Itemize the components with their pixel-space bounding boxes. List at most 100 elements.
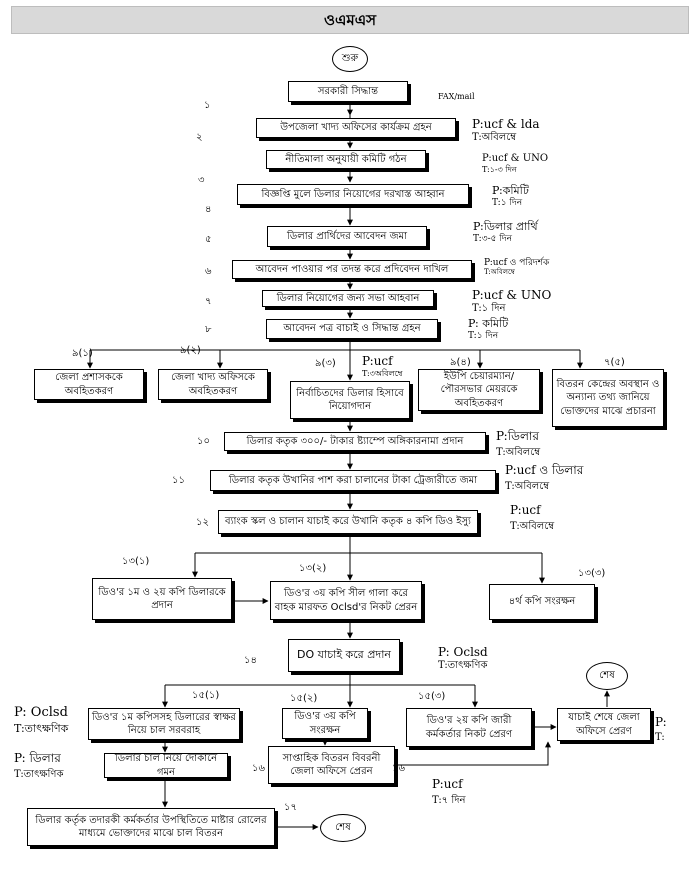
- step-9-5-box: বিতরন কেন্দ্রের অবস্থান ও অন্যান্য তথ্য …: [552, 369, 664, 427]
- page-title: ওএমএস: [11, 6, 689, 34]
- step-9-5-number: ৭(৫): [604, 357, 625, 368]
- step-9-2-number: ৯(২): [180, 345, 201, 356]
- step-13-3-box: ৪র্থ কপি সংরক্ষন: [489, 584, 595, 620]
- step-10-number: ১০: [197, 436, 210, 447]
- step-13-2-box: ডিও'র ৩য় কপি সীল গালা করে বাহক মারফত Oc…: [270, 581, 422, 620]
- step-16-number-left: ১৬: [252, 763, 265, 774]
- step-15-2-number: ১৫(২): [290, 693, 318, 704]
- note-step-10: P:ডিলার T:অবিলম্বে: [496, 429, 541, 458]
- note-edge-time: T:: [655, 731, 665, 743]
- note-step-10-time: T:অবিলম্বে: [496, 446, 541, 458]
- note-step-9-time: T:৩অবিলম্বে: [362, 368, 403, 378]
- note-step-15b-person: P: ডিলার: [14, 751, 61, 765]
- note-step-8-person: P: কমিটি: [468, 317, 509, 330]
- note-step-16: P:ucf T:৭ দিন: [432, 777, 466, 806]
- step-3-number: ৩: [198, 175, 205, 186]
- step-1-box: সরকারী সিদ্ধান্ত: [288, 81, 408, 102]
- note-step-15b: P: ডিলার T:তাৎক্ষণিক: [14, 751, 64, 780]
- note-step-15-person: P: Oclsd: [14, 705, 68, 720]
- step-3-box: বিজ্ঞপ্তি মুলে ডিলার নিয়োগের দরখাস্ত আহ…: [237, 184, 469, 205]
- step-9-3-number: ৯(৩): [315, 358, 336, 369]
- step-5-number: ৫: [205, 234, 212, 245]
- note-step-12-person: P:ucf: [510, 503, 541, 517]
- step-2-box: উপজেলা খাদ্য অফিসের কার্যক্রম গ্রহন: [256, 118, 456, 138]
- step-9-1-box: জেলা প্রশাসককে অবহিতকরণ: [34, 369, 144, 400]
- note-step-3-person: P:কমিটি: [492, 184, 529, 197]
- step-13-1-box: ডিও'র ১ম ও ২য় কপি ডিলারকে প্রদান: [92, 578, 232, 620]
- step-16-box: সাপ্তাহিক বিতরন বিবরনী জেলা অফিসে প্রেরন: [268, 746, 395, 784]
- step-13-3-number: ১৩(৩): [578, 568, 606, 579]
- step-6-box: আবেদন পাওয়ার পর তদন্ত করে প্রদিবেদন দাখ…: [232, 260, 472, 279]
- step-7-number: ৭: [205, 296, 212, 307]
- step-12-number: ১২: [196, 517, 209, 528]
- end-terminal-right: শেষ: [586, 662, 628, 690]
- note-step-2b-person: P:ucf & UNO: [482, 153, 549, 164]
- note-step-6-time: T:অবিলম্বে: [484, 268, 515, 277]
- step-13-2-number: ১৩(২): [299, 563, 327, 574]
- note-step-8: P: কমিটি T:১ দিন: [468, 317, 509, 341]
- step-11-number: ১১: [172, 475, 185, 486]
- step-9-1-number: ৯(১): [72, 348, 93, 359]
- note-step-15: P: Oclsd T:তাৎক্ষণিক: [14, 705, 69, 736]
- note-step-3-time: T:১ দিন: [492, 197, 523, 208]
- step-9-3-box: নির্বাচিতদের ডিলার হিসাবে নিয়োগদান: [290, 381, 410, 419]
- step-10-box: ডিলার কতৃক ৩০০/- টাকার ষ্ট্যাম্পে অঙ্গিক…: [224, 432, 486, 451]
- note-step-14-time: T:তাৎক্ষণিক: [438, 659, 488, 671]
- step-15-3-number: ১৫(৩): [418, 691, 446, 702]
- note-step-11: P:ucf ও ডিলার T:অবিলম্বে: [505, 463, 583, 492]
- note-step-5-time: T:৩-৫ দিন: [473, 233, 512, 244]
- note-step-9: P:ucf T:৩অবিলম্বে: [362, 354, 403, 378]
- step-5-box: ডিলার প্রার্থিদের আবেদন জমা: [267, 226, 427, 247]
- step-12-box: ব্যাংক স্কল ও চালান যাচাই করে উখানি কতৃক…: [218, 510, 478, 534]
- note-step-3: P:কমিটি T:১ দিন: [492, 184, 529, 208]
- step-2b-box: নীতিমালা অনুযায়ী কমিটি গঠন: [266, 150, 426, 169]
- step-15-1-box: ডিও'র ১ম কপিসসহ ডিলারের স্বাক্ষর নিয়ে চ…: [88, 708, 240, 740]
- step-15-1-number: ১৫(১): [192, 690, 220, 701]
- fax-mail-note: FAX/mail: [438, 92, 475, 101]
- step-1-number: ১: [204, 100, 211, 111]
- note-step-12: P:ucf T:অবিলম্বে: [510, 503, 554, 532]
- note-step-2b: P:ucf & UNO T:১-৩ দিন: [482, 153, 548, 174]
- step-17-box: ডিলার কর্তৃক তদারকী কর্মকর্তার উপস্থিতিত…: [27, 808, 275, 846]
- step-14-number: ১৪: [244, 655, 257, 666]
- step-15-5-box: ডিলার চাল নিয়ে দোকানে গমন: [104, 753, 228, 778]
- step-15-2-box: ডিও'র ৩য় কপি সংরক্ষন: [282, 708, 368, 739]
- step-13-1-number: ১৩(১): [122, 556, 150, 567]
- note-step-5: P:ডিলার প্রার্থি T:৩-৫ দিন: [473, 220, 538, 244]
- note-step-10-person: P:ডিলার: [496, 429, 539, 443]
- step-9-4-number: ৯(৪): [450, 357, 471, 368]
- end-terminal-bottom: শেষ: [320, 814, 366, 842]
- note-step-8-time: T:১ দিন: [468, 330, 499, 341]
- note-step-6: P:ucf ও পরিদর্শক T:অবিলম্বে: [484, 258, 549, 276]
- step-11-box: ডিলার কতৃক উখানির পাশ করা চালানের টাকা ট…: [210, 470, 496, 491]
- step-9-4-box: ইউপি চেয়ারম্যান/ পৌরসভার মেয়রকে অবহিতক…: [418, 369, 540, 411]
- note-step-15-time: T:তাৎক্ষণিক: [14, 721, 69, 735]
- step-4-number: ৪: [205, 204, 212, 215]
- step-17-number: ১৭: [284, 802, 297, 813]
- start-terminal: শুরু: [332, 46, 368, 72]
- note-step-16-time: T:৭ দিন: [432, 794, 466, 806]
- note-step-16-person: P:ucf: [432, 777, 463, 791]
- step-14-box: DO যাচাই করে প্রদান: [288, 639, 400, 672]
- note-step-2-time: T:অবিলম্বে: [472, 131, 517, 143]
- note-step-2: P:ucf & lda T:অবিলম্বে: [472, 117, 540, 143]
- note-step-2b-time: T:১-৩ দিন: [482, 164, 517, 174]
- step-8-box: আবেদন পত্র বাচাই ও সিদ্ধান্ত গ্রহন: [266, 319, 438, 339]
- step-7-box: ডিলার নিয়োগের জন্য সভা আহবান: [262, 290, 434, 307]
- note-step-14-person: P: Oclsd: [438, 645, 488, 659]
- step-9-2-box: জেলা খাদ্য অফিসকে অবহিতকরণ: [158, 369, 268, 400]
- step-2-number: ২: [196, 132, 203, 143]
- note-step-6-person: P:ucf ও পরিদর্শক: [484, 258, 550, 268]
- note-step-5-person: P:ডিলার প্রার্থি: [473, 220, 538, 233]
- note-step-14: P: Oclsd T:তাৎক্ষণিক: [438, 645, 488, 671]
- note-step-7-person: P:ucf & UNO: [472, 288, 552, 302]
- step-16-number-right: ১৬: [392, 763, 405, 774]
- step-15-3-box: ডিও'র ২য় কপি জারী কর্মকর্তার নিকট প্রের…: [406, 708, 532, 747]
- note-step-2-person: P:ucf & lda: [472, 117, 540, 131]
- note-edge-right: P: T:: [655, 715, 667, 743]
- note-edge-person: P:: [655, 715, 667, 729]
- note-step-15b-time: T:তাৎক্ষণিক: [14, 768, 64, 780]
- step-15-4-box: যাচাই শেষে জেলা অফিসে প্রেরণ: [557, 708, 651, 741]
